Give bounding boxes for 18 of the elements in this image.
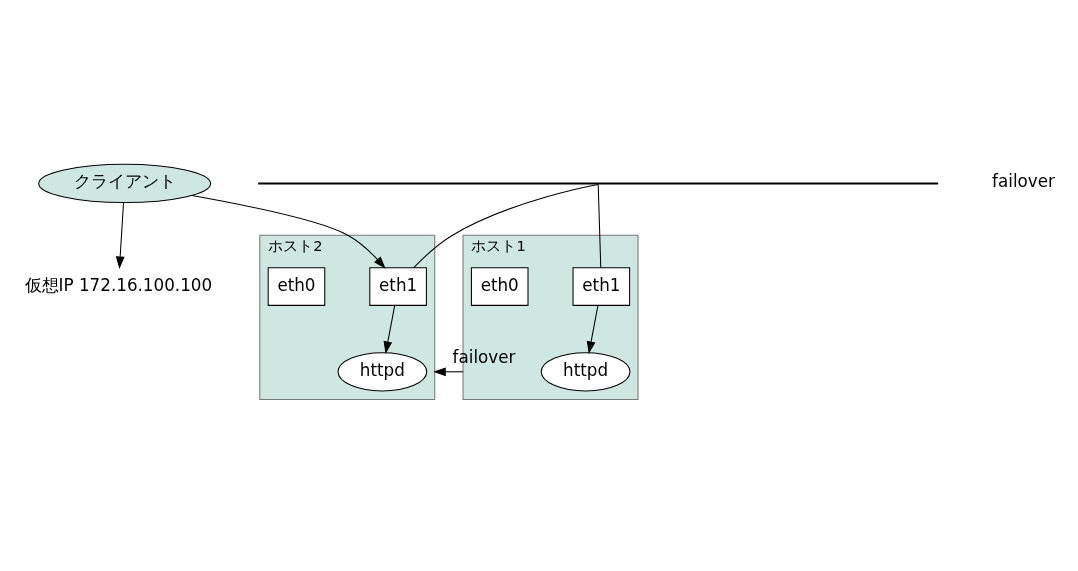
node-bar — [258, 181, 939, 184]
arrow — [115, 202, 125, 269]
connector — [597, 183, 602, 268]
node-ellipse: httpd — [337, 351, 428, 391]
node-ellipse: クライアント — [38, 163, 212, 203]
node-box: eth1 — [369, 266, 427, 306]
node-box: eth0 — [267, 266, 326, 306]
label: failover — [992, 170, 1055, 191]
node-text: 仮想IP 172.16.100.100 — [24, 274, 213, 294]
arrow — [191, 194, 386, 269]
arrow — [433, 366, 464, 376]
node-box: eth1 — [572, 266, 631, 306]
node-box: eth0 — [470, 266, 529, 306]
node-ellipse: httpd — [540, 351, 631, 391]
arrow — [383, 304, 396, 354]
edge-label: failover — [452, 346, 516, 367]
connector — [413, 183, 599, 268]
arrow — [586, 304, 599, 354]
